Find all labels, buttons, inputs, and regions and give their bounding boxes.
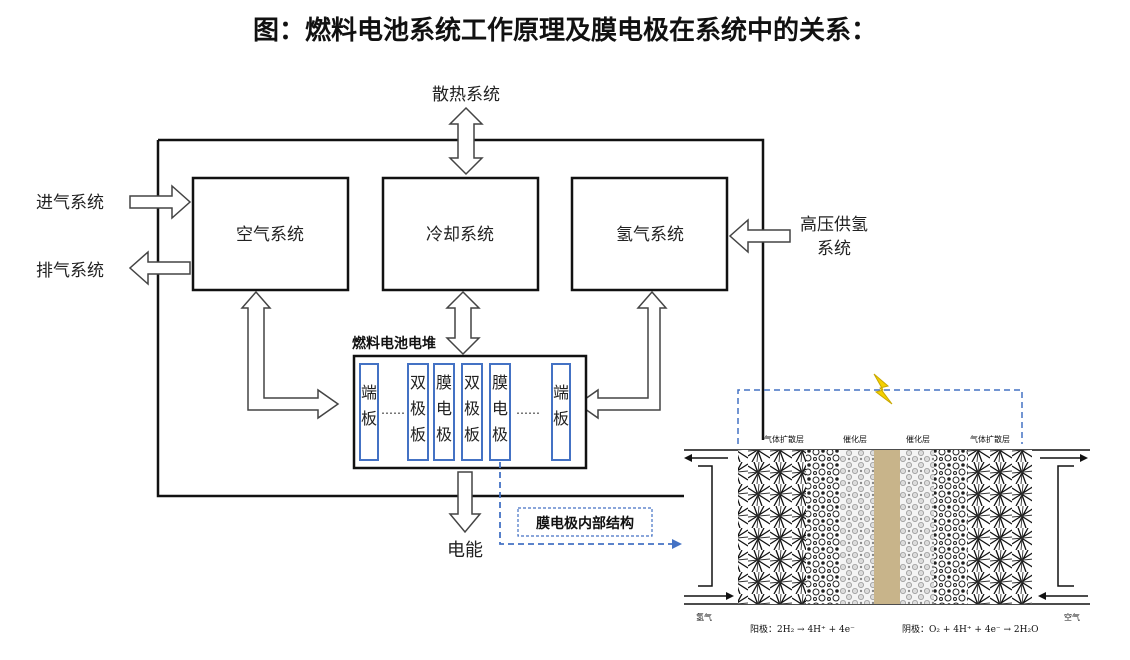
hydrogen-system-box	[570, 176, 729, 292]
hp-hydrogen-label-1: 高压供氢	[800, 215, 868, 235]
hydrogen-label: 氢气	[696, 612, 712, 622]
catalyst-left	[840, 450, 874, 604]
gdl-right-label: 气体扩散层	[970, 434, 1010, 444]
microporous-right	[934, 450, 968, 604]
ellipsis-right: ……	[516, 403, 540, 417]
power-label: 电能	[447, 540, 483, 561]
svg-text:膜: 膜	[492, 373, 508, 392]
svg-text:电: 电	[492, 399, 508, 418]
end-plate-left: 端 板	[359, 363, 379, 461]
mea-structure-label: 膜电极内部结构	[536, 515, 634, 532]
svg-text:极: 极	[464, 399, 480, 418]
system-boundary	[156, 138, 765, 498]
exhaust-label: 排气系统	[36, 261, 104, 281]
exhaust-arrow	[128, 250, 191, 286]
cooling-stack-arrow	[445, 290, 481, 356]
ellipsis-left: ……	[381, 403, 405, 417]
catalyst-right	[900, 450, 934, 604]
svg-text:端: 端	[361, 383, 377, 402]
fuel-cell-stack-label: 燃料电池电堆	[352, 335, 436, 352]
svg-text:双: 双	[464, 373, 480, 392]
anode-equation: 阳极：2H₂ → 4H⁺ + 4e⁻	[750, 623, 855, 635]
svg-text:板: 板	[361, 409, 377, 428]
microporous-left	[806, 450, 840, 604]
svg-text:双: 双	[410, 373, 426, 392]
mea-link-line	[499, 462, 672, 545]
gdl-left	[738, 450, 806, 604]
mea-plate-2: 膜 电 极	[489, 363, 511, 461]
catalyst-left-label: 催化层	[843, 434, 867, 444]
mea-link-arrowhead	[672, 539, 682, 549]
svg-text:电: 电	[436, 399, 452, 418]
external-circuit-line	[737, 389, 1023, 444]
air-stack-arrow	[240, 290, 340, 420]
cathode-equation: 阴极：O₂ + 4H⁺ + 4e⁻ → 2H₂O	[902, 623, 1038, 635]
mea-cross-section: 气体扩散层 催化层 催化层 气体扩散层 氢气 空气 阳极：2H₂ → 4H⁺ +…	[684, 373, 1090, 635]
catalyst-right-label: 催化层	[906, 434, 930, 444]
svg-text:极: 极	[436, 425, 452, 444]
page-title: 图：燃料电池系统工作原理及膜电极在系统中的关系：	[252, 16, 877, 46]
cooling-system-label: 冷却系统	[426, 225, 494, 245]
bipolar-plate-2: 双 极 板	[461, 363, 483, 461]
svg-text:板: 板	[410, 425, 426, 444]
membrane	[874, 450, 900, 604]
cooling-system-box	[381, 176, 540, 292]
lightning-icon	[873, 373, 893, 405]
svg-text:板: 板	[553, 409, 569, 428]
svg-text:极: 极	[492, 425, 508, 444]
svg-text:膜: 膜	[436, 373, 452, 392]
power-output-arrow	[448, 471, 482, 534]
heat-dissipation-arrow	[448, 106, 484, 176]
hydrogen-system-label: 氢气系统	[616, 225, 684, 245]
mea-structure-box	[517, 507, 653, 537]
intake-label: 进气系统	[36, 193, 104, 213]
air-system-box	[191, 176, 350, 292]
mea-plate-1: 膜 电 极	[433, 363, 455, 461]
end-plate-right: 端 板	[551, 363, 571, 461]
hp-hydrogen-arrow	[728, 218, 791, 254]
svg-text:端: 端	[553, 383, 569, 402]
bipolar-plate-1: 双 极 板	[407, 363, 429, 461]
intake-arrow	[129, 184, 192, 220]
hydrogen-stack-arrow	[576, 290, 668, 420]
hp-hydrogen-label-2: 系统	[817, 239, 851, 259]
gdl-left-label: 气体扩散层	[764, 434, 804, 444]
svg-text:极: 极	[410, 399, 426, 418]
heat-dissipation-label: 散热系统	[432, 85, 500, 105]
air-system-label: 空气系统	[236, 225, 304, 245]
air-label: 空气	[1064, 612, 1080, 622]
svg-text:板: 板	[464, 425, 480, 444]
gdl-right	[968, 450, 1032, 604]
